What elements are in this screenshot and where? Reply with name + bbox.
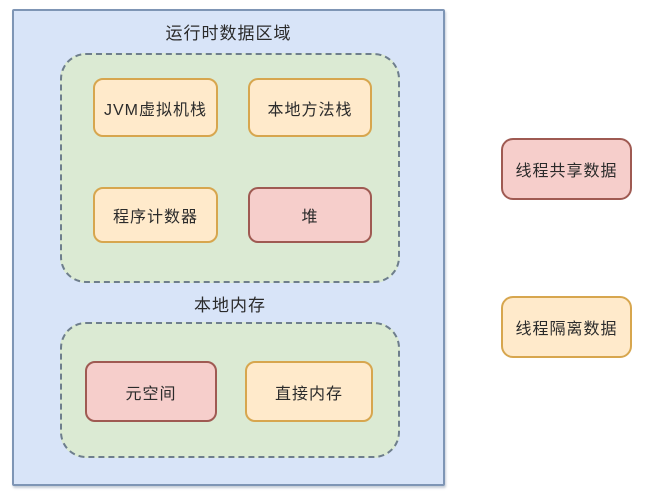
- native-memory-label: 本地内存: [194, 296, 266, 315]
- heap-label: 堆: [301, 209, 319, 226]
- native-method-stack-label: 本地方法栈: [267, 101, 353, 119]
- legend-thread-shared-label: 线程共享数据: [515, 163, 618, 180]
- legend-thread-shared-box: 线程共享数据: [501, 138, 632, 200]
- direct-memory-box: 直接内存: [245, 361, 373, 422]
- metaspace-label: 元空间: [125, 385, 177, 403]
- jvm-stack-box: JVM虚拟机栈: [93, 78, 218, 137]
- legend-thread-isolated-box: 线程隔离数据: [501, 296, 632, 358]
- heap-box: 堆: [248, 187, 372, 243]
- metaspace-box: 元空间: [85, 361, 217, 422]
- native-method-stack-box: 本地方法栈: [248, 78, 372, 137]
- runtime-data-area-title: 运行时数据区域: [165, 24, 292, 43]
- legend-thread-isolated-label: 线程隔离数据: [515, 321, 618, 338]
- program-counter-box: 程序计数器: [93, 187, 218, 243]
- program-counter-label: 程序计数器: [112, 209, 198, 226]
- direct-memory-label: 直接内存: [274, 385, 343, 403]
- jvm-stack-label: JVM虚拟机栈: [103, 101, 207, 119]
